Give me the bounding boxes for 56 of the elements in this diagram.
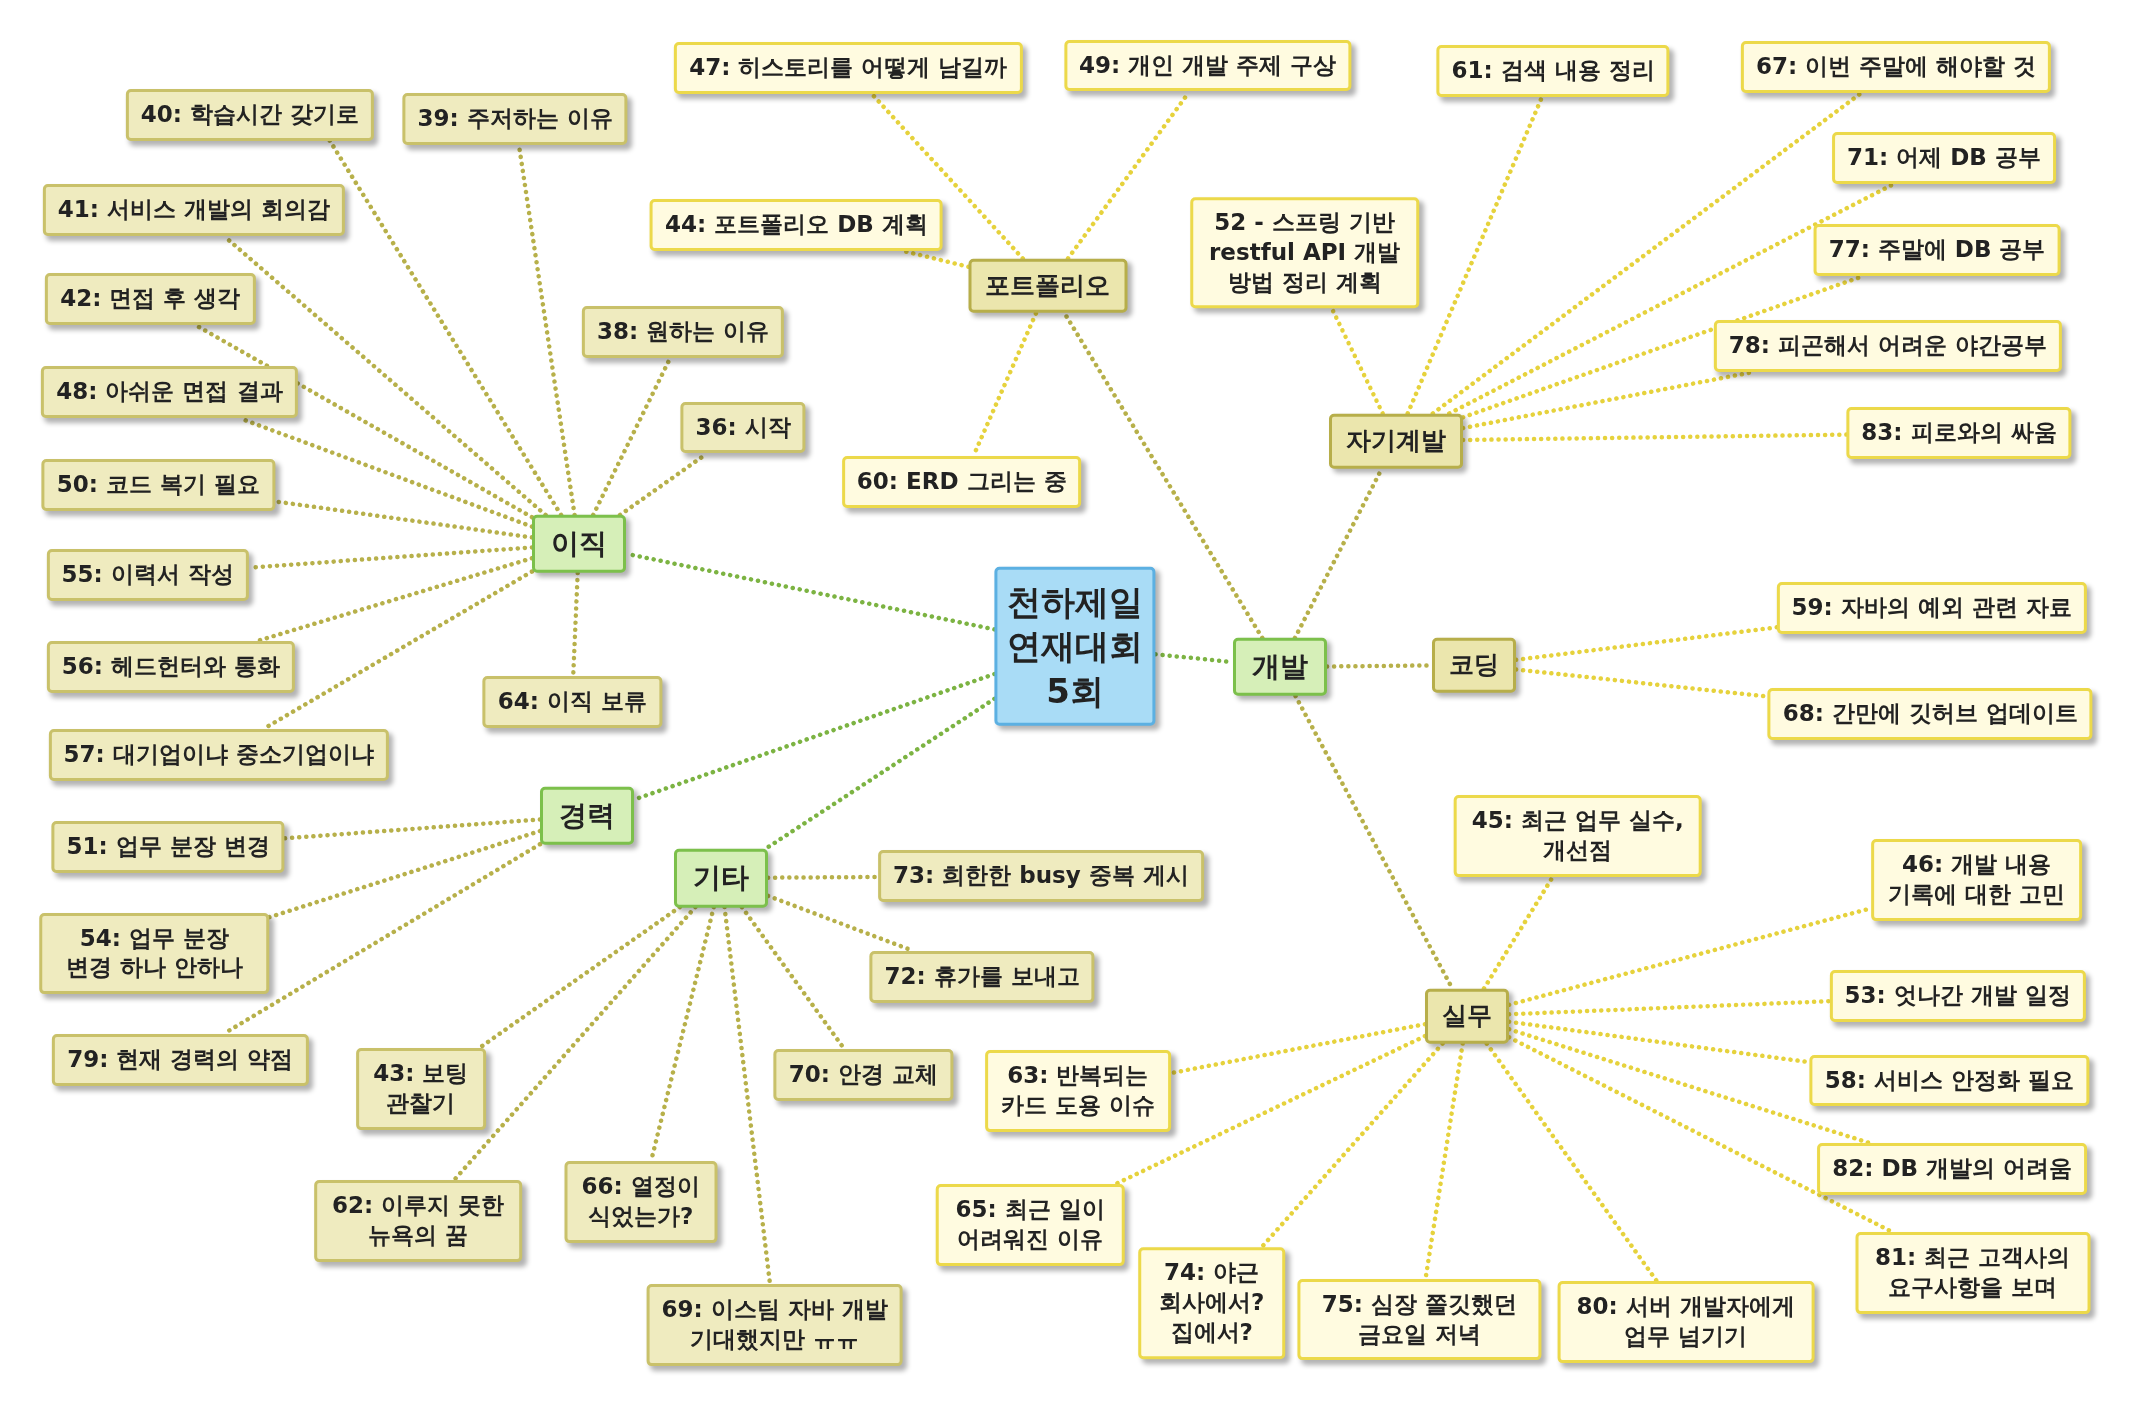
topic-box: 44: 포트폴리오 DB 계획	[650, 199, 943, 252]
topic-box: 51: 업무 분장 변경	[51, 821, 285, 873]
topic-box: 52 - 스프링 기반 restful API 개발 방법 정리 계획	[1189, 196, 1420, 309]
topic-box: 56: 헤드헌터와 통화	[46, 640, 295, 693]
topic-box: 50: 코드 복기 필요	[41, 459, 276, 511]
topic-box: 81: 최근 고객사의 요구사항을 보며	[1855, 1232, 2091, 1315]
topic-box: 62: 이루지 못한 뉴욕의 꿈	[314, 1180, 522, 1263]
topic-box: 72: 휴가를 보내고	[869, 950, 1095, 1003]
branch-box: 이직	[532, 514, 627, 573]
topic-box: 42: 면접 후 생각	[45, 273, 256, 326]
sub-branch-box: 실무	[1425, 989, 1510, 1044]
topic-box: 75: 심장 쫄깃했던 금요일 저녁	[1297, 1278, 1541, 1361]
topic-box: 36: 시작	[680, 401, 806, 454]
branch-box: 개발	[1233, 637, 1327, 696]
topic-box: 66: 열정이 식었는가?	[564, 1161, 718, 1244]
topic-box: 63: 반복되는 카드 도용 이슈	[984, 1050, 1171, 1133]
topic-box: 41: 서비스 개발의 회의감	[42, 184, 346, 237]
sub-branch-box: 자기계발	[1329, 414, 1464, 469]
topic-box: 45: 최근 업무 실수, 개선점	[1453, 795, 1703, 877]
topic-box: 70: 안경 교체	[773, 1049, 953, 1102]
sub-branch-box: 코딩	[1432, 638, 1516, 693]
topic-box: 39: 주저하는 이유	[402, 92, 628, 145]
topic-box: 73: 희한한 busy 중복 게시	[878, 849, 1204, 902]
topic-box: 57: 대기업이냐 중소기업이냐	[48, 729, 389, 782]
topic-box: 64: 이직 보류	[482, 676, 662, 729]
branch-box: 기타	[674, 849, 769, 908]
topic-box: 46: 개발 내용 기록에 대한 고민	[1870, 838, 2083, 921]
topic-box: 78: 피곤해서 어려운 야간공부	[1713, 319, 2062, 372]
topic-box: 69: 이스팀 자바 개발 기대했지만 ㅠㅠ	[646, 1284, 903, 1366]
topic-box: 83: 피로와의 싸움	[1846, 407, 2072, 459]
central-topic-box: 천하제일 연재대회 5회	[994, 566, 1156, 726]
topic-box: 49: 개인 개발 주제 구상	[1064, 39, 1352, 92]
topic-box: 68: 간만에 깃허브 업데이트	[1767, 688, 2093, 741]
topic-box: 74: 야근 회사에서? 집에서?	[1137, 1247, 1286, 1360]
sub-branch-box: 포트폴리오	[968, 258, 1128, 313]
topic-box: 54: 업무 분장 변경 하나 안하나	[39, 912, 270, 995]
topic-box: 58: 서비스 안정화 필요	[1809, 1054, 2089, 1107]
topic-box: 77: 주말에 DB 공부	[1813, 224, 2061, 276]
topic-box: 60: ERD 그리는 중	[841, 456, 1082, 509]
topic-box: 48: 아쉬운 면접 결과	[41, 366, 298, 418]
topic-box: 59: 자바의 예외 관련 자료	[1776, 581, 2087, 634]
topic-box: 47: 히스토리를 어떻게 남길까	[674, 42, 1023, 95]
topic-box: 40: 학습시간 갖기로	[125, 88, 375, 141]
topic-box: 55: 이력서 작성	[46, 549, 249, 602]
topic-box: 80: 서버 개발자에게 업무 넘기기	[1557, 1281, 1815, 1364]
topic-box: 38: 원하는 이유	[581, 306, 785, 358]
topic-box: 65: 최근 일이 어려워진 이유	[935, 1184, 1125, 1267]
topic-box: 67: 이번 주말에 해야할 것	[1741, 41, 2052, 93]
topic-box: 43: 보팅 관찰기	[355, 1047, 486, 1130]
branch-box: 경력	[540, 786, 635, 845]
topic-box: 79: 현재 경력의 약점	[52, 1034, 309, 1086]
topic-box: 71: 어제 DB 공부	[1832, 132, 2056, 185]
topic-box: 53: 엇나간 개발 일정	[1829, 969, 2086, 1022]
topic-box: 61: 검색 내용 정리	[1436, 45, 1670, 97]
topic-box: 82: DB 개발의 어려움	[1817, 1143, 2088, 1196]
connector-line	[763, 696, 997, 852]
